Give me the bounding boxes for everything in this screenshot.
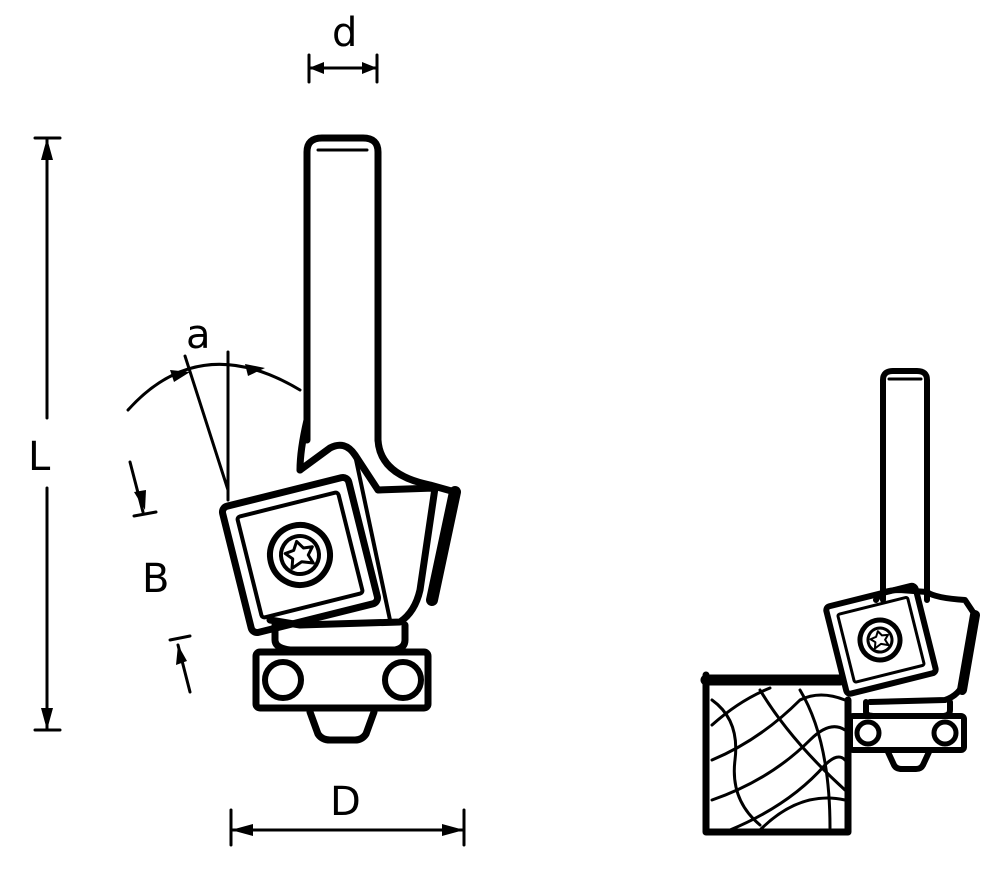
- label-a: a: [186, 312, 211, 358]
- workpiece: [700, 671, 852, 836]
- cutter-body: [266, 441, 439, 629]
- dimension-D: D: [229, 779, 466, 847]
- label-B: B: [142, 556, 169, 602]
- angle-a: a: [126, 312, 302, 502]
- shank: [303, 134, 382, 444]
- router-bit-large: [218, 134, 461, 744]
- label-L: L: [28, 434, 51, 480]
- torx-screw-icon: [267, 522, 333, 588]
- dimension-B: B: [128, 460, 192, 694]
- label-D: D: [330, 779, 361, 825]
- label-d: d: [332, 10, 357, 56]
- router-bit-small: [823, 368, 980, 772]
- carbide-insert: [218, 473, 382, 637]
- dimension-d: d: [307, 10, 379, 84]
- dimension-L: L: [28, 136, 62, 732]
- bearing: [252, 621, 432, 744]
